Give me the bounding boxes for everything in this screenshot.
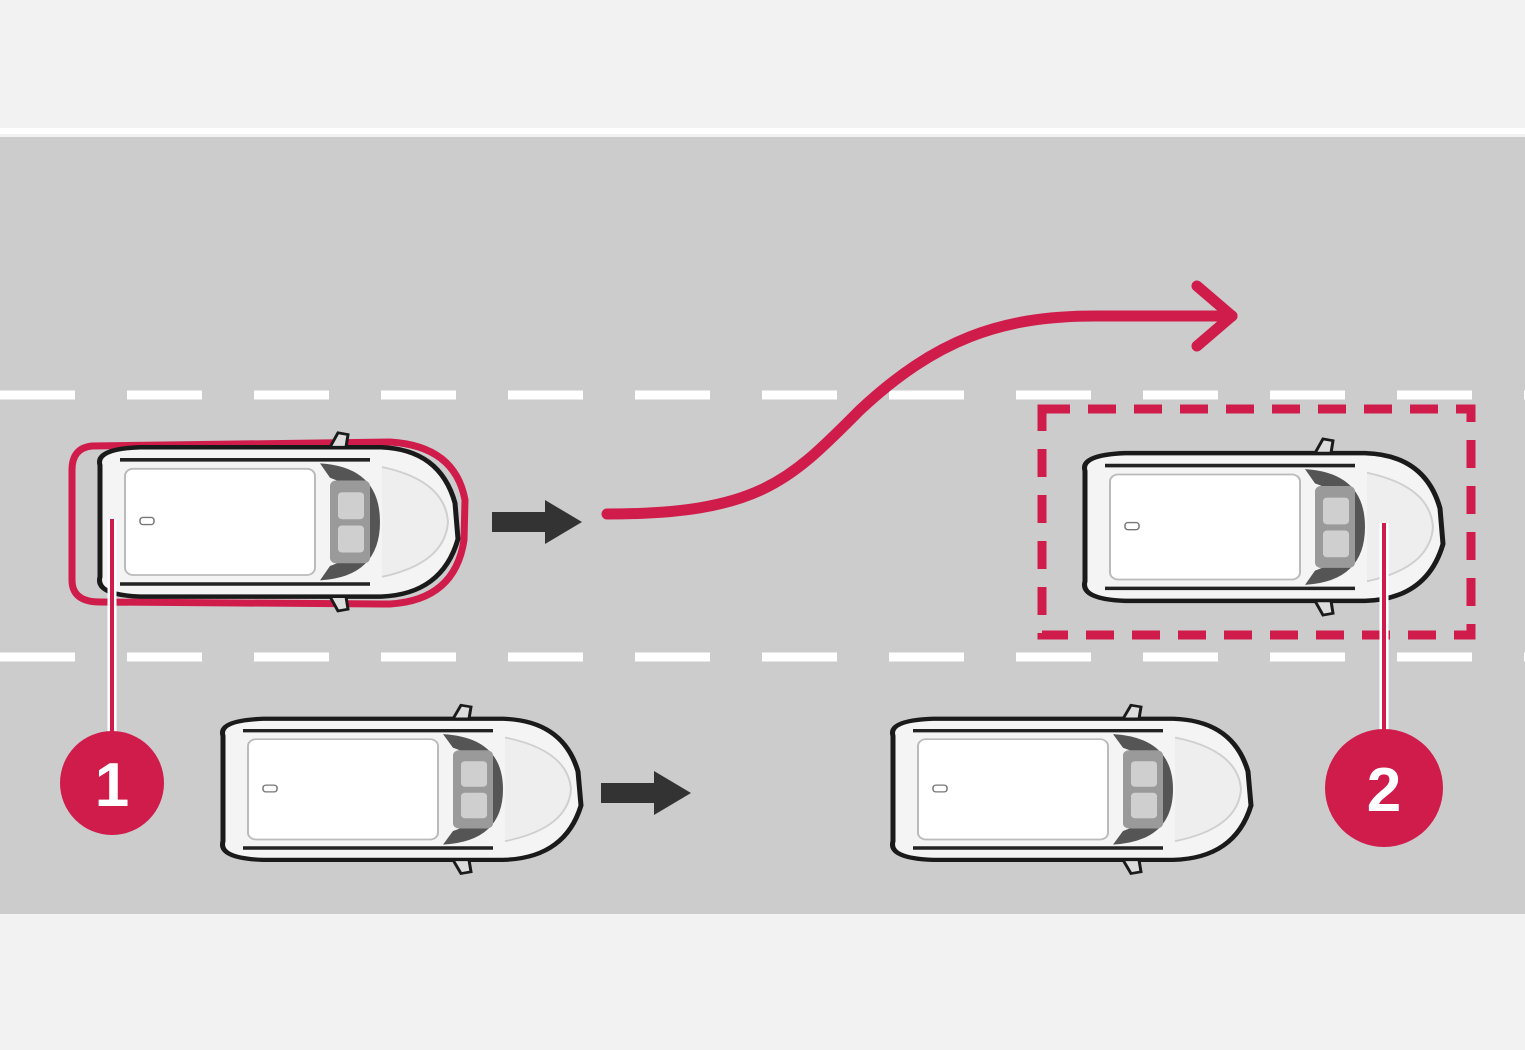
dashed-target-frame [1037, 404, 1476, 640]
arrow-right-icon [601, 771, 691, 815]
car-icon [1085, 439, 1444, 615]
arrow-right-icon [492, 500, 582, 544]
vehicle-lower-lane-left [223, 705, 582, 873]
callout-1: 1 [60, 519, 164, 835]
vehicle-ahead-in-adjacent-lane [1037, 404, 1476, 640]
car-icon [100, 433, 459, 611]
own-vehicle [68, 433, 469, 611]
car-icon [223, 705, 582, 873]
vehicle-lower-lane-right [893, 705, 1252, 873]
callout-1-label: 1 [95, 751, 129, 820]
callout-2: 2 [1325, 523, 1443, 847]
car-icon [893, 705, 1252, 873]
callout-2-label: 2 [1367, 756, 1401, 825]
own-vehicle-highlight [68, 438, 469, 608]
lane-change-arrow-icon [601, 280, 1238, 520]
